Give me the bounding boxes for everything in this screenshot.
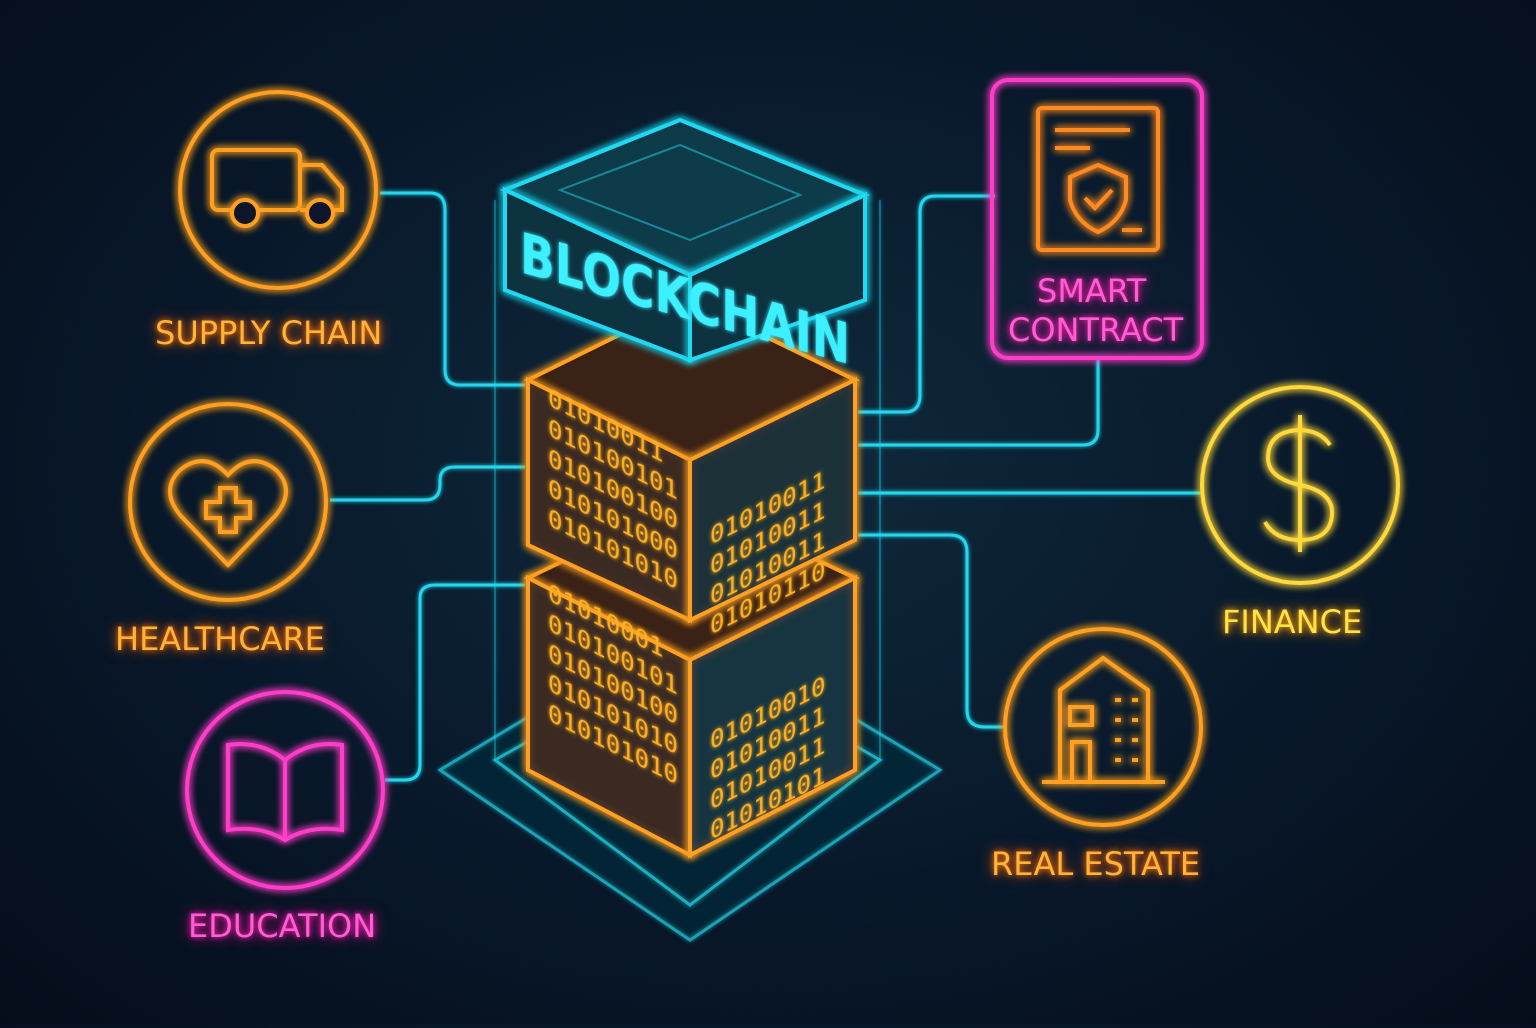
- shield-check-icon: [1068, 162, 1128, 235]
- truck-icon: [210, 148, 344, 228]
- connector-healthcare: [330, 465, 525, 502]
- medical-cross-icon: [204, 486, 252, 534]
- label-supply-chain: SUPPLY CHAIN: [155, 314, 383, 352]
- connector-smart-contract-a: [858, 194, 995, 414]
- book-icon: [226, 742, 344, 843]
- label-education: EDUCATION: [188, 907, 377, 945]
- healthcare-node: [128, 402, 328, 602]
- connector-smart-contract-b: [858, 360, 1100, 447]
- connector-supply-chain: [380, 191, 525, 387]
- contract-document-icon: [1036, 106, 1160, 252]
- smart-contract-node: [990, 78, 1204, 360]
- blockchain-block: BLOCKCHAIN: [499, 117, 871, 378]
- data-block-upper: 0101001101010010101010010001010100001010…: [523, 297, 860, 642]
- label-contract: CONTRACT: [1008, 311, 1184, 349]
- real-estate-node: [1003, 627, 1203, 827]
- label-real-estate: REAL ESTATE: [991, 845, 1201, 883]
- building-icon: [1042, 655, 1165, 784]
- label-smart: SMART: [1037, 272, 1147, 310]
- connector-real-estate: [858, 533, 1003, 729]
- education-node: [185, 690, 385, 890]
- finance-node: [1200, 385, 1400, 585]
- label-finance: FINANCE: [1222, 603, 1363, 641]
- heart-icon: [168, 459, 288, 568]
- supply-chain-node: [178, 90, 378, 290]
- label-healthcare: HEALTHCARE: [115, 620, 325, 658]
- connector-education: [385, 583, 525, 782]
- connector-lines: [330, 191, 1200, 782]
- dollar-icon: [1263, 415, 1335, 552]
